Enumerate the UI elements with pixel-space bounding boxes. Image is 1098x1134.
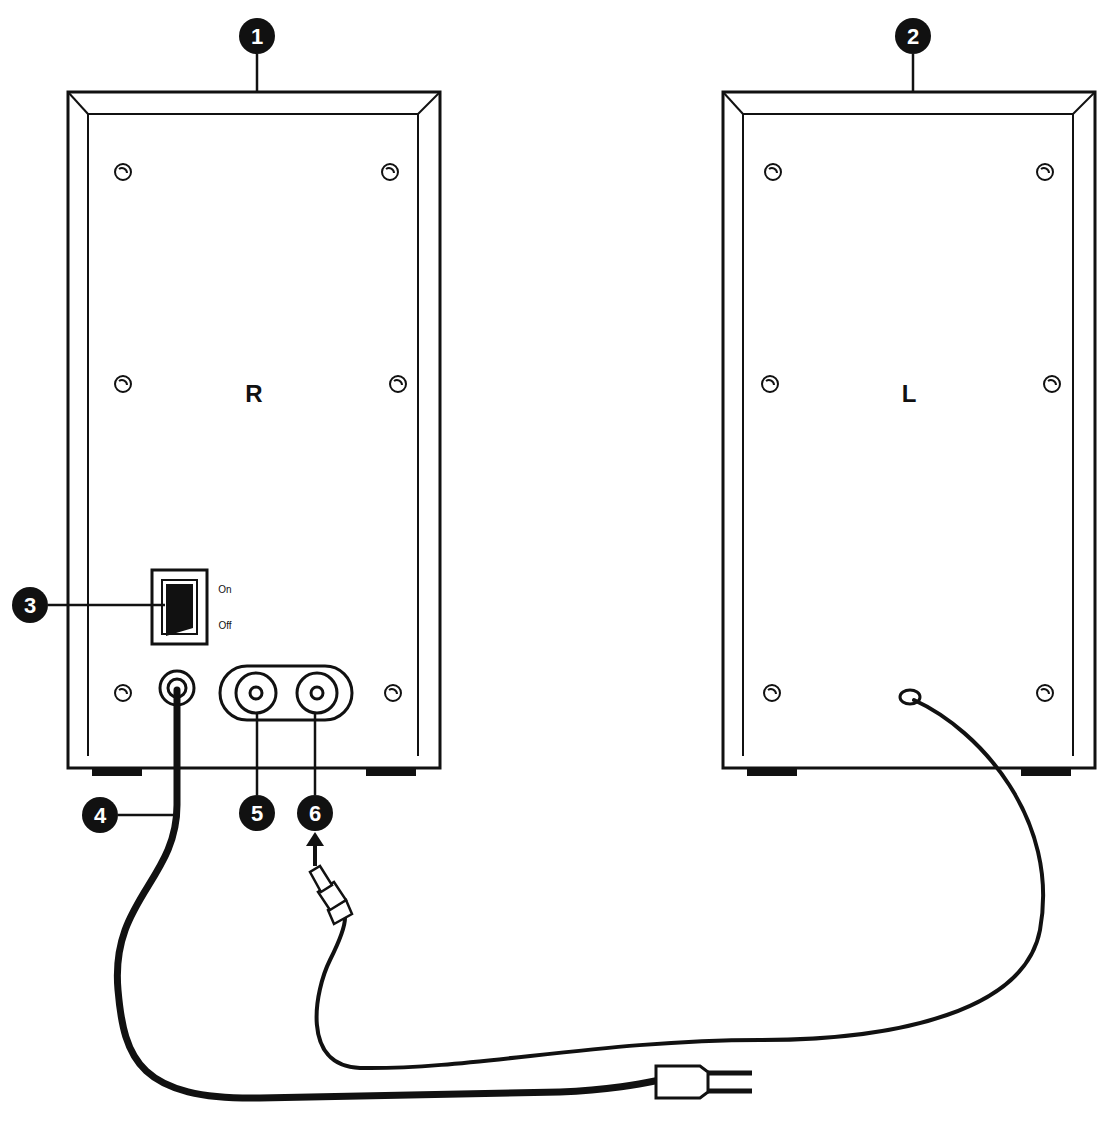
channel-letter: L: [723, 380, 1095, 408]
switch-label: On: [218, 585, 231, 595]
right-speaker-housing: [68, 92, 440, 776]
power-switch: [152, 570, 207, 644]
left-speaker-housing: [723, 92, 1095, 776]
right-speaker: R: [68, 92, 440, 768]
callout-number: 1: [251, 26, 263, 48]
callout-discs: [12, 18, 931, 833]
callout-number: 2: [907, 26, 919, 48]
screws: [115, 164, 1060, 701]
callout-number: 3: [24, 595, 36, 617]
audio-jacks: [220, 666, 352, 720]
speaker-cable: [306, 690, 1043, 1068]
power-cable: [117, 690, 752, 1098]
callout-number: 6: [309, 803, 321, 825]
callout-number: 4: [94, 805, 106, 827]
switch-label: Off: [218, 621, 231, 631]
callout-number: 5: [251, 803, 263, 825]
leader-lines: [48, 54, 913, 815]
left-speaker: L: [723, 92, 1095, 768]
channel-letter: R: [68, 380, 440, 408]
